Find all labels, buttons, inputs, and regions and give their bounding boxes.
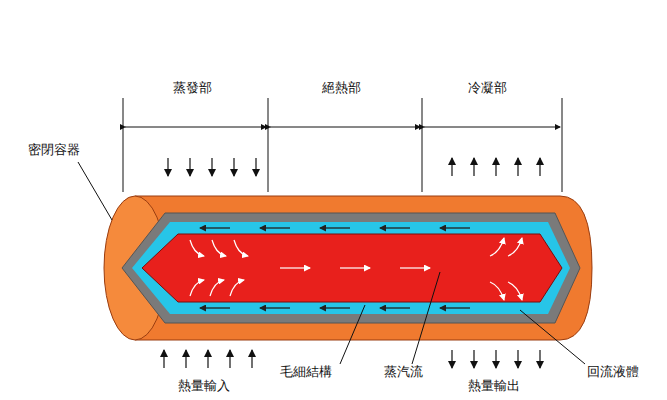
part-label: 回流液體	[585, 364, 641, 380]
part-label: 密閉容器	[26, 142, 82, 158]
liquid-return-arrows	[200, 228, 470, 308]
vapour-arrows	[190, 238, 522, 300]
section-label: 冷凝部	[466, 80, 509, 96]
section-label: 蒸發部	[171, 80, 214, 96]
part-label: 毛細結構	[278, 364, 334, 380]
section-label: 絕熱部	[320, 80, 363, 96]
leader-lines	[78, 162, 585, 364]
heat-label: 熱量輸出	[466, 378, 522, 394]
pipe-body	[104, 196, 592, 340]
dimension-lines	[123, 98, 562, 192]
heat-label: 熱量輸入	[176, 378, 232, 394]
part-label: 蒸汽流	[382, 364, 425, 380]
